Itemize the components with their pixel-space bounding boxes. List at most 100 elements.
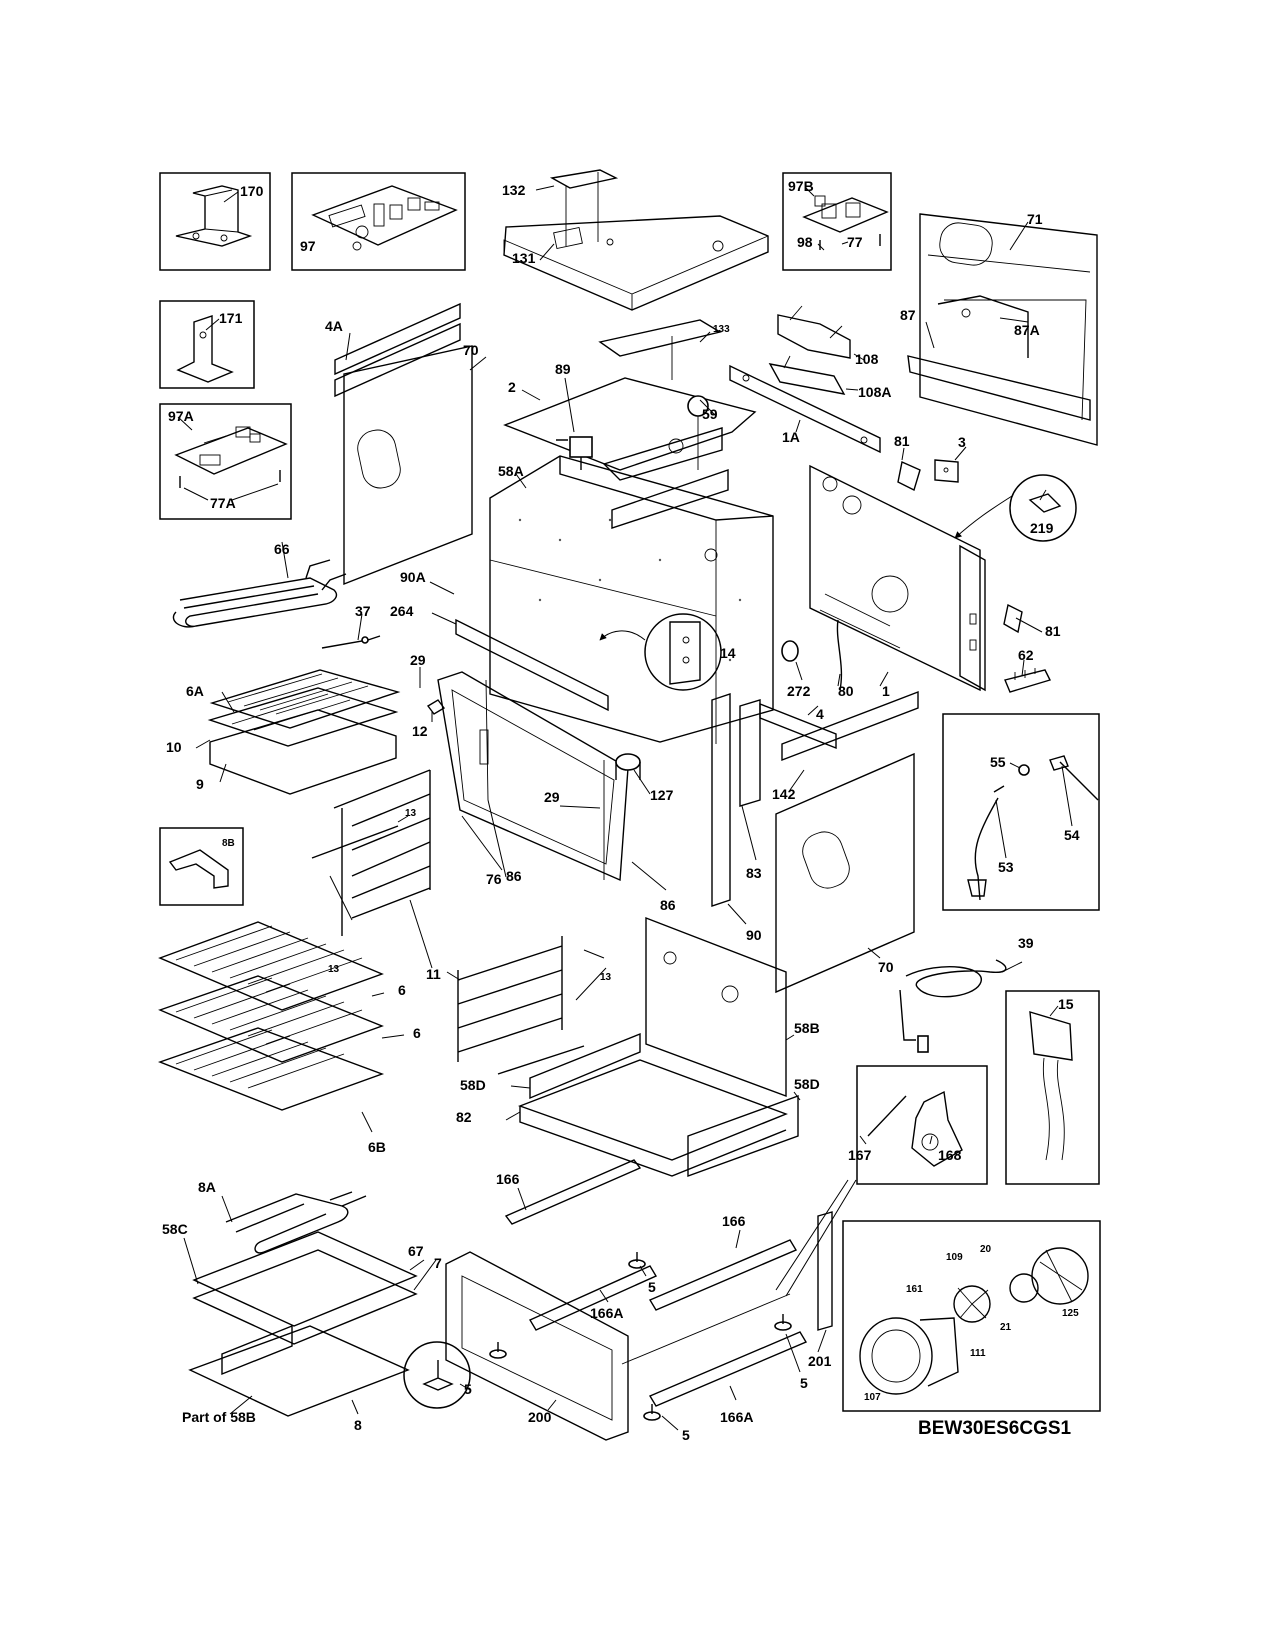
rail-4A (334, 302, 461, 398)
callout-97: 97 (300, 238, 316, 254)
callout-4A: 4A (325, 318, 343, 334)
bracket-108A (768, 355, 846, 395)
rear-panel-1 (809, 464, 986, 692)
callout-8A: 8A (198, 1179, 216, 1195)
callout-59: 59 (702, 406, 718, 422)
probe-wire-37 (321, 635, 381, 649)
callout-62: 62 (1018, 647, 1034, 663)
callout-58A: 58A (498, 463, 524, 479)
callout-97B: 97B (788, 178, 814, 194)
callout-15: 15 (1058, 996, 1074, 1012)
callout-127: 127 (650, 787, 674, 803)
callout-6a: 6 (398, 982, 406, 998)
callout-97A: 97A (168, 408, 194, 424)
callout-166Ab: 166A (720, 1409, 753, 1425)
callout-14: 14 (720, 645, 736, 661)
bracket-81 (897, 461, 1023, 634)
callout-109: 109 (946, 1252, 963, 1263)
callout-87: 87 (900, 307, 916, 323)
callout-53: 53 (998, 859, 1014, 875)
callout-arrow (954, 474, 1077, 542)
callout-132: 132 (502, 182, 526, 198)
inset-97 (291, 172, 466, 271)
rack-support-icon (457, 936, 585, 1075)
leader-lines (177, 185, 1073, 1431)
callout-170: 170 (240, 183, 264, 199)
callout-166a: 166 (496, 1171, 520, 1187)
circuit-board-icon (311, 185, 458, 251)
callout-13c: 13 (600, 972, 612, 983)
fan-motor-icon (867, 1090, 963, 1167)
post-201 (817, 1211, 833, 1331)
plate-3 (934, 459, 959, 483)
callout-10: 10 (166, 739, 182, 755)
callout-108: 108 (855, 351, 879, 367)
callout-133: 133 (713, 324, 730, 335)
bracket-icon (175, 185, 253, 247)
model-number: BEW30ES6CGS1 (918, 1418, 1072, 1439)
callout-108A: 108A (858, 384, 891, 400)
callout-81b: 81 (1045, 623, 1061, 639)
callout-89: 89 (555, 361, 571, 377)
heating-element-icon (172, 559, 347, 628)
callout-37: 37 (355, 603, 371, 619)
heating-element-icon (225, 1191, 367, 1254)
callout-55: 55 (990, 754, 1006, 770)
bracket-icon (176, 315, 234, 383)
callout-87A: 87A (1014, 322, 1040, 338)
callout-70b: 70 (878, 959, 894, 975)
callout-58Db: 58D (794, 1076, 820, 1092)
door-frame-icon (437, 671, 629, 882)
callout-219: 219 (1030, 520, 1054, 536)
sensor-272 (781, 619, 843, 691)
callout-82: 82 (456, 1109, 472, 1125)
oven-rack-icon (157, 921, 385, 1111)
callout-2: 2 (508, 379, 516, 395)
door-plate-14 (599, 613, 722, 691)
drawer-front-200 (445, 1251, 629, 1441)
broil-pan-icon (207, 669, 401, 795)
inset-8B (159, 827, 244, 906)
callout-11: 11 (426, 966, 441, 982)
callout-58C: 58C (162, 1221, 188, 1237)
side-panel-71 (907, 213, 1098, 446)
rail-4 (781, 690, 919, 762)
callout-58B: 58B (794, 1020, 820, 1036)
rail-1A (729, 364, 881, 454)
callout-29a: 29 (410, 652, 426, 668)
callout-7: 7 (434, 1255, 442, 1271)
callout-13b: 13 (328, 964, 340, 975)
callout-6b: 6 (413, 1025, 421, 1041)
inset-probe (942, 713, 1100, 911)
callout-166Aa: 166A (590, 1305, 623, 1321)
callout-21: 21 (1000, 1322, 1012, 1333)
part-of-58B-label: Part of 58B (182, 1409, 256, 1425)
callout-1: 1 (882, 683, 890, 699)
callout-5c: 5 (800, 1375, 808, 1391)
side-panel-70b (775, 752, 915, 994)
callout-167: 167 (848, 1147, 872, 1163)
callout-168: 168 (938, 1147, 962, 1163)
terminal-block-62 (1004, 668, 1051, 693)
callout-70a: 70 (463, 342, 479, 358)
temperature-probe-icon (967, 755, 1099, 901)
callout-5d: 5 (682, 1427, 690, 1443)
connector-108 (777, 305, 851, 359)
inset-convection-fan (842, 1220, 1101, 1412)
callout-80: 80 (838, 683, 854, 699)
callout-77A: 77A (210, 495, 236, 511)
callout-5a: 5 (648, 1279, 656, 1295)
callout-76: 76 (486, 871, 502, 887)
callout-3: 3 (958, 434, 966, 450)
rack-support-icon (311, 769, 431, 936)
circuit-board-icon (802, 195, 889, 250)
lower-cavity-58B (517, 916, 799, 1177)
leveling-leg-icon (403, 1252, 792, 1421)
callout-125: 125 (1062, 1308, 1079, 1319)
callout-98: 98 (797, 234, 813, 250)
inset-fan-motor (856, 1065, 988, 1185)
thermostat-icon (1028, 489, 1062, 513)
screw-12 (426, 699, 446, 715)
callout-107: 107 (864, 1392, 881, 1403)
callout-12: 12 (412, 723, 428, 739)
